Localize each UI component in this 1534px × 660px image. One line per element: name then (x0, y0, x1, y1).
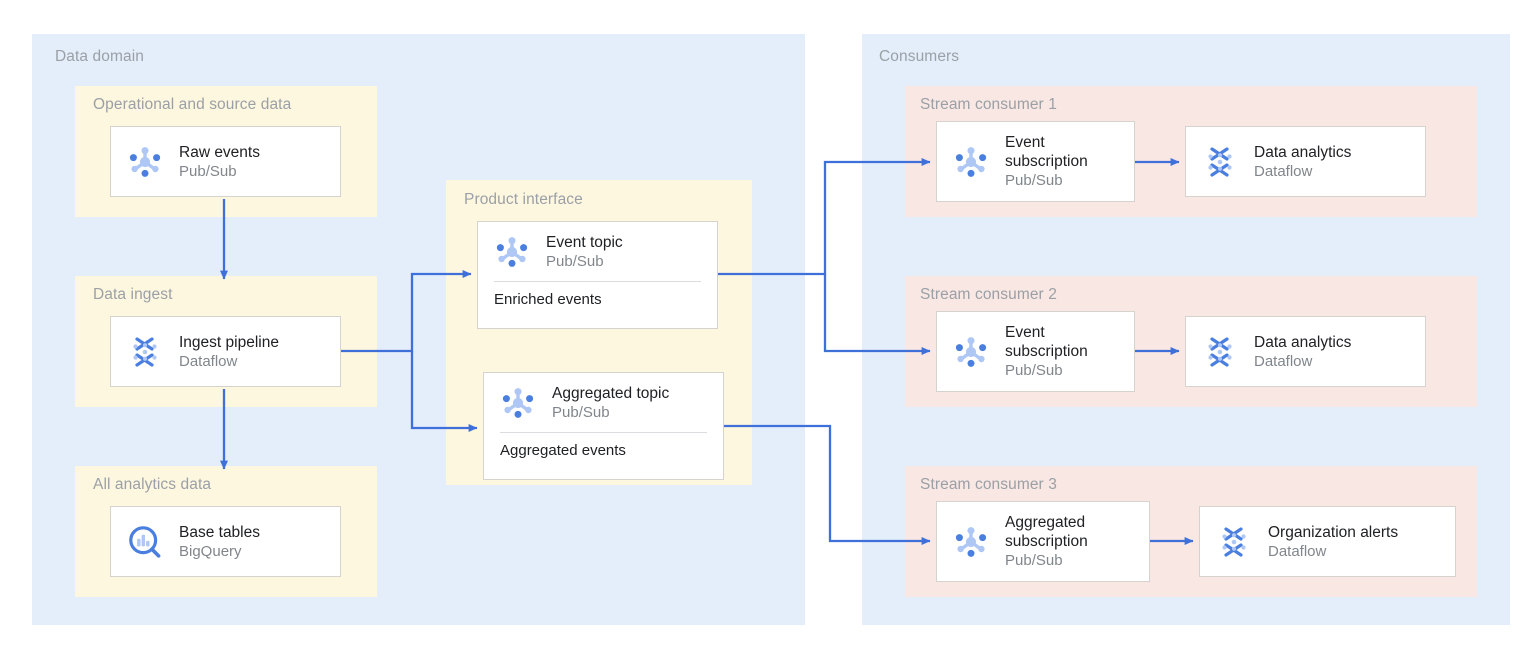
card-raw-events-text: Raw events Pub/Sub (179, 143, 260, 181)
card-aggregated-topic[interactable]: Aggregated topic Pub/Sub Aggregated even… (483, 372, 724, 480)
card-aggregated-topic-text: Aggregated topic Pub/Sub (552, 384, 669, 422)
card-event-topic-content: Event topic Pub/Sub (478, 232, 717, 272)
card-event-topic[interactable]: Event topic Pub/Sub Enriched events (477, 221, 718, 329)
group-stream-consumer-2-label: Stream consumer 2 (920, 286, 1057, 303)
group-all-analytics-data-label: All analytics data (93, 476, 212, 493)
panel-consumers-label: Consumers (879, 48, 960, 65)
pubsub-icon (951, 522, 991, 562)
card-event-subscription-1-content: Event subscription Pub/Sub (937, 133, 1134, 190)
group-data-ingest-label: Data ingest (93, 286, 173, 303)
group-product-interface-label: Product interface (464, 191, 583, 208)
card-event-subscription-2-content: Event subscription Pub/Sub (937, 323, 1134, 380)
dataflow-icon (1200, 142, 1240, 182)
card-organization-alerts-content: Organization alerts Dataflow (1200, 522, 1455, 562)
card-event-subscription-2[interactable]: Event subscription Pub/Sub (936, 311, 1135, 392)
flow-ingest-to-event-topic (341, 270, 472, 353)
card-raw-events[interactable]: Raw events Pub/Sub (110, 126, 341, 197)
pubsub-icon (951, 332, 991, 372)
card-aggregated-topic-footer: Aggregated events (500, 442, 626, 459)
card-data-analytics-1-content: Data analytics Dataflow (1186, 142, 1425, 182)
card-title: Base tables (179, 523, 260, 541)
card-title: Data analytics (1254, 143, 1352, 161)
card-title: Event topic (546, 234, 623, 251)
group-stream-consumer-3-label: Stream consumer 3 (920, 476, 1057, 493)
card-base-tables-content: Base tables BigQuery (111, 522, 340, 562)
flow-aggregated-topic-to-sub-3 (724, 424, 931, 545)
card-raw-events-content: Raw events Pub/Sub (111, 142, 340, 182)
card-title: Aggregated topic (552, 385, 670, 402)
card-title: Data analytics (1254, 333, 1352, 351)
card-title: Organization alerts (1268, 523, 1399, 541)
panel-data-domain-label: Data domain (55, 48, 144, 65)
card-data-analytics-2[interactable]: Data analytics Dataflow (1185, 316, 1426, 387)
card-organization-alerts[interactable]: Organization alerts Dataflow (1199, 506, 1456, 577)
dataflow-icon (1214, 522, 1254, 562)
card-subtitle: Dataflow (179, 352, 238, 370)
card-subtitle: Pub/Sub (1005, 362, 1063, 379)
card-subtitle: Pub/Sub (546, 253, 604, 270)
pubsub-icon (492, 232, 532, 272)
card-base-tables-text: Base tables BigQuery (179, 523, 260, 561)
card-data-analytics-1-text: Data analytics Dataflow (1254, 143, 1351, 181)
card-subtitle: Dataflow (1268, 542, 1327, 560)
card-ingest-pipeline[interactable]: Ingest pipeline Dataflow (110, 316, 341, 387)
bigquery-icon (125, 522, 165, 562)
card-divider (500, 432, 707, 433)
group-operational-source-data-label: Operational and source data (93, 96, 292, 113)
flow-event-topic-to-event-sub-2 (823, 274, 931, 355)
card-aggregated-subscription-3-text: Aggregated subscription Pub/Sub (1005, 513, 1088, 570)
card-subtitle: Pub/Sub (1005, 552, 1063, 569)
pubsub-icon (951, 142, 991, 182)
card-aggregated-topic-content: Aggregated topic Pub/Sub (484, 383, 723, 423)
dataflow-icon (125, 332, 165, 372)
card-title: Aggregated subscription (1005, 514, 1088, 550)
card-data-analytics-2-text: Data analytics Dataflow (1254, 333, 1351, 371)
card-data-analytics-1[interactable]: Data analytics Dataflow (1185, 126, 1426, 197)
card-title: Ingest pipeline (179, 333, 279, 351)
card-ingest-pipeline-text: Ingest pipeline Dataflow (179, 333, 279, 371)
card-organization-alerts-text: Organization alerts Dataflow (1268, 523, 1398, 561)
card-subtitle: Dataflow (1254, 162, 1313, 180)
pubsub-icon (125, 142, 165, 182)
card-title: Event subscription (1005, 324, 1088, 360)
card-subtitle: BigQuery (179, 542, 242, 560)
card-title: Event subscription (1005, 134, 1088, 170)
dataflow-icon (1200, 332, 1240, 372)
card-data-analytics-2-content: Data analytics Dataflow (1186, 332, 1425, 372)
card-ingest-pipeline-content: Ingest pipeline Dataflow (111, 332, 340, 372)
card-aggregated-subscription-3[interactable]: Aggregated subscription Pub/Sub (936, 501, 1150, 582)
card-event-subscription-2-text: Event subscription Pub/Sub (1005, 323, 1088, 380)
card-divider (494, 281, 701, 282)
card-title: Raw events (179, 143, 260, 161)
flow-ingest-to-aggregated-topic (410, 351, 478, 432)
group-stream-consumer-1-label: Stream consumer 1 (920, 96, 1057, 113)
card-event-topic-text: Event topic Pub/Sub (546, 233, 623, 271)
card-base-tables[interactable]: Base tables BigQuery (110, 506, 341, 577)
card-subtitle: Pub/Sub (179, 162, 237, 180)
card-event-subscription-1[interactable]: Event subscription Pub/Sub (936, 121, 1135, 202)
card-subtitle: Pub/Sub (1005, 172, 1063, 189)
flow-event-topic-to-event-sub-1 (718, 158, 931, 276)
card-subtitle: Dataflow (1254, 352, 1313, 370)
card-event-subscription-1-text: Event subscription Pub/Sub (1005, 133, 1088, 190)
card-event-topic-footer: Enriched events (494, 291, 602, 308)
card-subtitle: Pub/Sub (552, 404, 610, 421)
pubsub-icon (498, 383, 538, 423)
card-aggregated-subscription-3-content: Aggregated subscription Pub/Sub (937, 513, 1149, 570)
